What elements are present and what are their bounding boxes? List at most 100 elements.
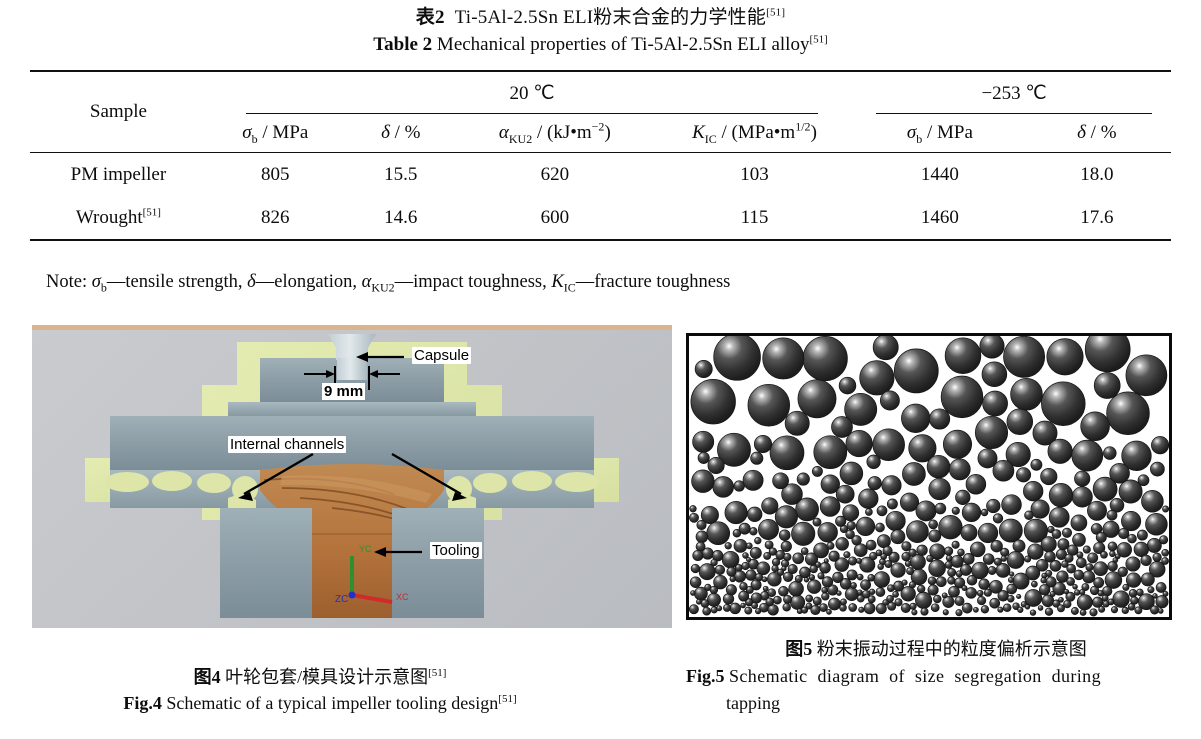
powder-particle	[1006, 408, 1034, 435]
powder-particle	[1152, 552, 1162, 562]
powder-particle	[778, 529, 791, 541]
powder-particle	[780, 540, 792, 553]
powder-particle	[792, 552, 805, 565]
powder-particle	[901, 403, 931, 433]
powder-particle	[987, 566, 997, 575]
powder-particle	[1047, 438, 1073, 464]
powder-particle	[1076, 594, 1093, 611]
powder-particle	[803, 577, 810, 583]
powder-particle	[1125, 354, 1168, 397]
cell-value: 805	[206, 152, 344, 196]
powder-particle	[845, 430, 873, 458]
powder-particle	[935, 576, 947, 588]
figure-5-caption-en-label: Fig.5	[686, 666, 725, 686]
powder-particle	[901, 541, 912, 552]
powder-particle	[1007, 576, 1015, 584]
powder-particle	[950, 554, 964, 568]
powder-particle	[1118, 479, 1143, 504]
powder-particle	[867, 574, 875, 582]
cell-value: 15.5	[343, 152, 458, 196]
powder-particle	[713, 575, 728, 590]
powder-particle	[928, 529, 942, 543]
powder-particle	[875, 549, 883, 557]
row-sample-label: Wrought	[75, 206, 143, 228]
powder-particle	[944, 560, 953, 569]
powder-particle	[1056, 570, 1069, 583]
figure-4-caption-cn-label: 图4	[193, 667, 221, 687]
powder-particle	[866, 454, 881, 469]
tooling-wall-right	[392, 508, 484, 618]
powder-particle	[1127, 533, 1137, 544]
note-prefix: Note:	[46, 272, 92, 292]
table-header-units-row: σb / MPa δ / % αKU2 / (kJ•m−2) KIC / (MP…	[30, 114, 1171, 153]
powder-particle	[832, 571, 844, 584]
powder-particle	[942, 609, 949, 616]
powder-particle	[920, 607, 929, 616]
powder-particle	[797, 379, 837, 419]
header-col-elongation-20c: δ / %	[381, 122, 421, 143]
powder-particle	[942, 595, 955, 608]
powder-particle	[982, 390, 1008, 417]
powder-particle	[1010, 377, 1043, 411]
axis-z-origin	[348, 591, 356, 599]
powder-particle	[756, 561, 771, 576]
impeller-body	[260, 464, 444, 618]
powder-particle	[1130, 596, 1139, 605]
figure-5-caption-chinese: 图5 粉末振动过程中的粒度偏析示意图	[686, 636, 1186, 663]
powder-particle	[911, 609, 918, 616]
powder-particle	[1070, 607, 1079, 615]
powder-particle	[869, 551, 878, 561]
table-bottom-rule-row	[30, 239, 1171, 242]
powder-particle	[882, 545, 893, 556]
powder-particle	[835, 537, 849, 551]
powder-particle	[821, 576, 834, 588]
powder-particle	[929, 408, 951, 430]
powder-particle	[1122, 583, 1130, 591]
powder-particle	[887, 584, 895, 593]
powder-particle	[840, 598, 847, 606]
powder-particle	[749, 527, 758, 536]
figure-5-caption: 图5 粉末振动过程中的粒度偏析示意图 Fig.5 Schematic diagr…	[686, 636, 1186, 717]
powder-particle	[692, 430, 715, 453]
powder-particle	[877, 563, 884, 570]
powder-particle	[872, 336, 899, 361]
powder-particle	[951, 540, 960, 549]
powder-particle	[1015, 467, 1032, 483]
header-sample: Sample	[30, 70, 207, 153]
powder-particle	[969, 541, 986, 558]
axis-label-y: YC	[359, 544, 372, 554]
powder-particle	[1134, 606, 1143, 615]
powder-particle	[848, 603, 858, 612]
powder-particle	[761, 576, 768, 583]
powder-particle	[702, 606, 712, 616]
powder-particle	[1024, 555, 1032, 563]
powder-particle	[1141, 490, 1164, 513]
powder-particle	[1090, 523, 1103, 535]
powder-particle	[695, 541, 706, 552]
powder-particle	[1140, 554, 1152, 567]
powder-particle	[856, 573, 864, 581]
powder-particle	[794, 574, 803, 583]
powder-particle	[965, 474, 987, 495]
powder-particle	[1102, 585, 1113, 597]
header-group-cryo: −253 ℃	[857, 70, 1171, 115]
powder-particle	[1155, 582, 1167, 593]
powder-particle	[1017, 606, 1024, 613]
powder-particle	[1114, 553, 1121, 560]
powder-particle	[695, 530, 709, 544]
note-item-desc: —tensile strength,	[106, 272, 248, 292]
powder-particle	[1085, 563, 1094, 572]
powder-particle	[755, 608, 762, 615]
powder-particle	[772, 472, 789, 490]
powder-particle	[1061, 527, 1073, 538]
powder-particle	[807, 579, 822, 594]
powder-particle	[1136, 529, 1148, 541]
cell-value: 620	[457, 152, 652, 196]
powder-particle	[733, 480, 745, 492]
figure-4-caption-cn-text: 叶轮包套/模具设计示意图	[225, 667, 429, 687]
powder-particle	[875, 587, 886, 597]
powder-particle	[745, 598, 754, 607]
powder-particle	[875, 603, 887, 615]
powder-particle	[992, 513, 1004, 524]
powder-particle	[892, 591, 899, 598]
